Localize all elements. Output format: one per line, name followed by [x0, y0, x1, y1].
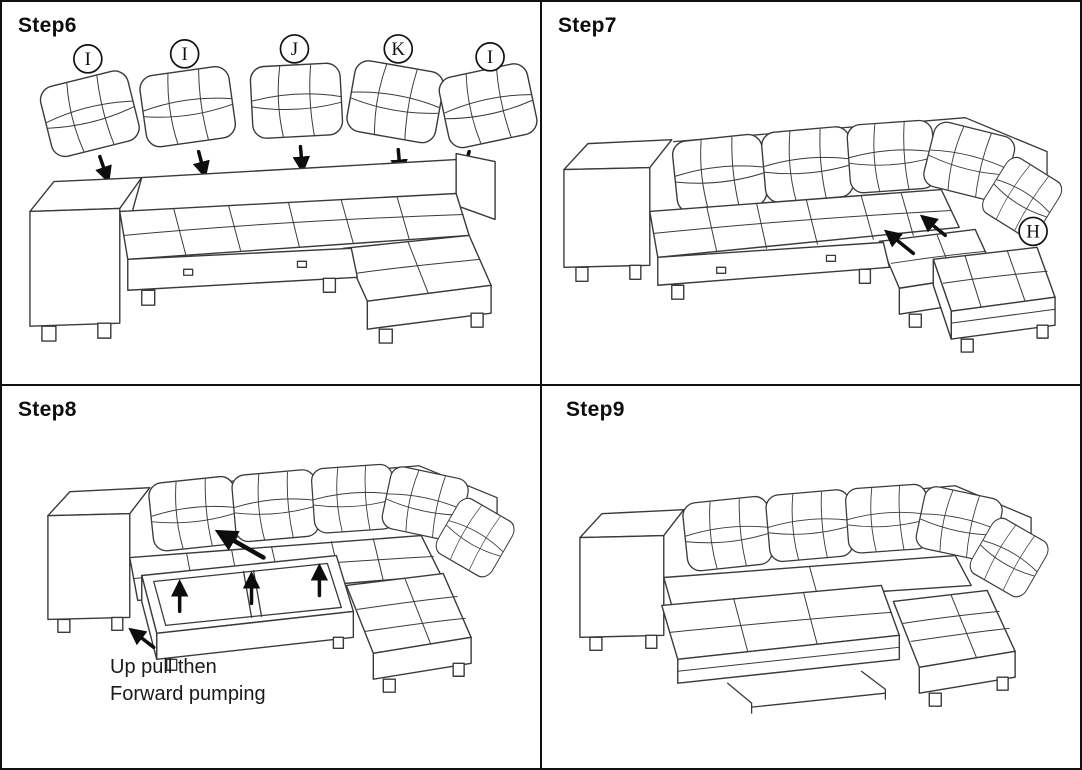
- back-cushion: [36, 67, 143, 161]
- step8-title: Step8: [18, 398, 77, 421]
- down-arrow-icon: [192, 149, 210, 179]
- part-label-H: H: [1018, 216, 1048, 247]
- svg-text:J: J: [291, 39, 298, 60]
- panel-step7: Step7: [542, 2, 1080, 384]
- svg-text:I: I: [487, 47, 493, 68]
- step6-illustration: I I J K I: [29, 34, 540, 344]
- svg-text:I: I: [182, 44, 188, 65]
- panel-step6: Step6: [2, 2, 540, 384]
- part-label-I1: I: [73, 44, 103, 74]
- pullout-bed-frame: [141, 554, 355, 671]
- part-label-K: K: [383, 34, 414, 64]
- step7-illustration: H: [563, 117, 1067, 353]
- step9-title: Step9: [566, 398, 625, 421]
- down-arrow-icon: [292, 144, 311, 174]
- instruction-text: Up pull then Forward pumping: [110, 654, 266, 708]
- part-label-I3: I: [475, 42, 505, 72]
- pull-forward-arrow-icon: [214, 529, 266, 560]
- svg-text:I: I: [85, 49, 91, 70]
- instruction-line-2: Forward pumping: [110, 683, 266, 705]
- panel-step8: Step8 Up pull then Forward pumping: [2, 386, 540, 768]
- step6-title: Step6: [18, 14, 77, 37]
- instruction-line-1: Up pull then: [110, 656, 217, 678]
- step9-illustration: [579, 482, 1053, 714]
- attach-arrow-icon: [919, 214, 947, 238]
- step8-illustration: [47, 463, 519, 693]
- part-label-I2: I: [169, 39, 200, 69]
- back-cushion: [344, 57, 447, 146]
- pull-forward-arrow-icon: [128, 627, 156, 650]
- back-cushion: [435, 60, 540, 151]
- sofa-bed-open: [579, 482, 1053, 714]
- back-cushion: [137, 64, 238, 150]
- ottoman: [932, 246, 1056, 353]
- attach-arrow-icon: [883, 229, 916, 256]
- svg-text:H: H: [1026, 221, 1040, 242]
- panel-step9: Step9: [542, 386, 1080, 768]
- step7-title: Step7: [558, 14, 617, 37]
- down-arrow-icon: [95, 154, 112, 184]
- back-cushion: [249, 61, 344, 140]
- sofa-frame: [29, 152, 496, 344]
- svg-text:K: K: [391, 39, 405, 60]
- part-label-J: J: [279, 34, 310, 64]
